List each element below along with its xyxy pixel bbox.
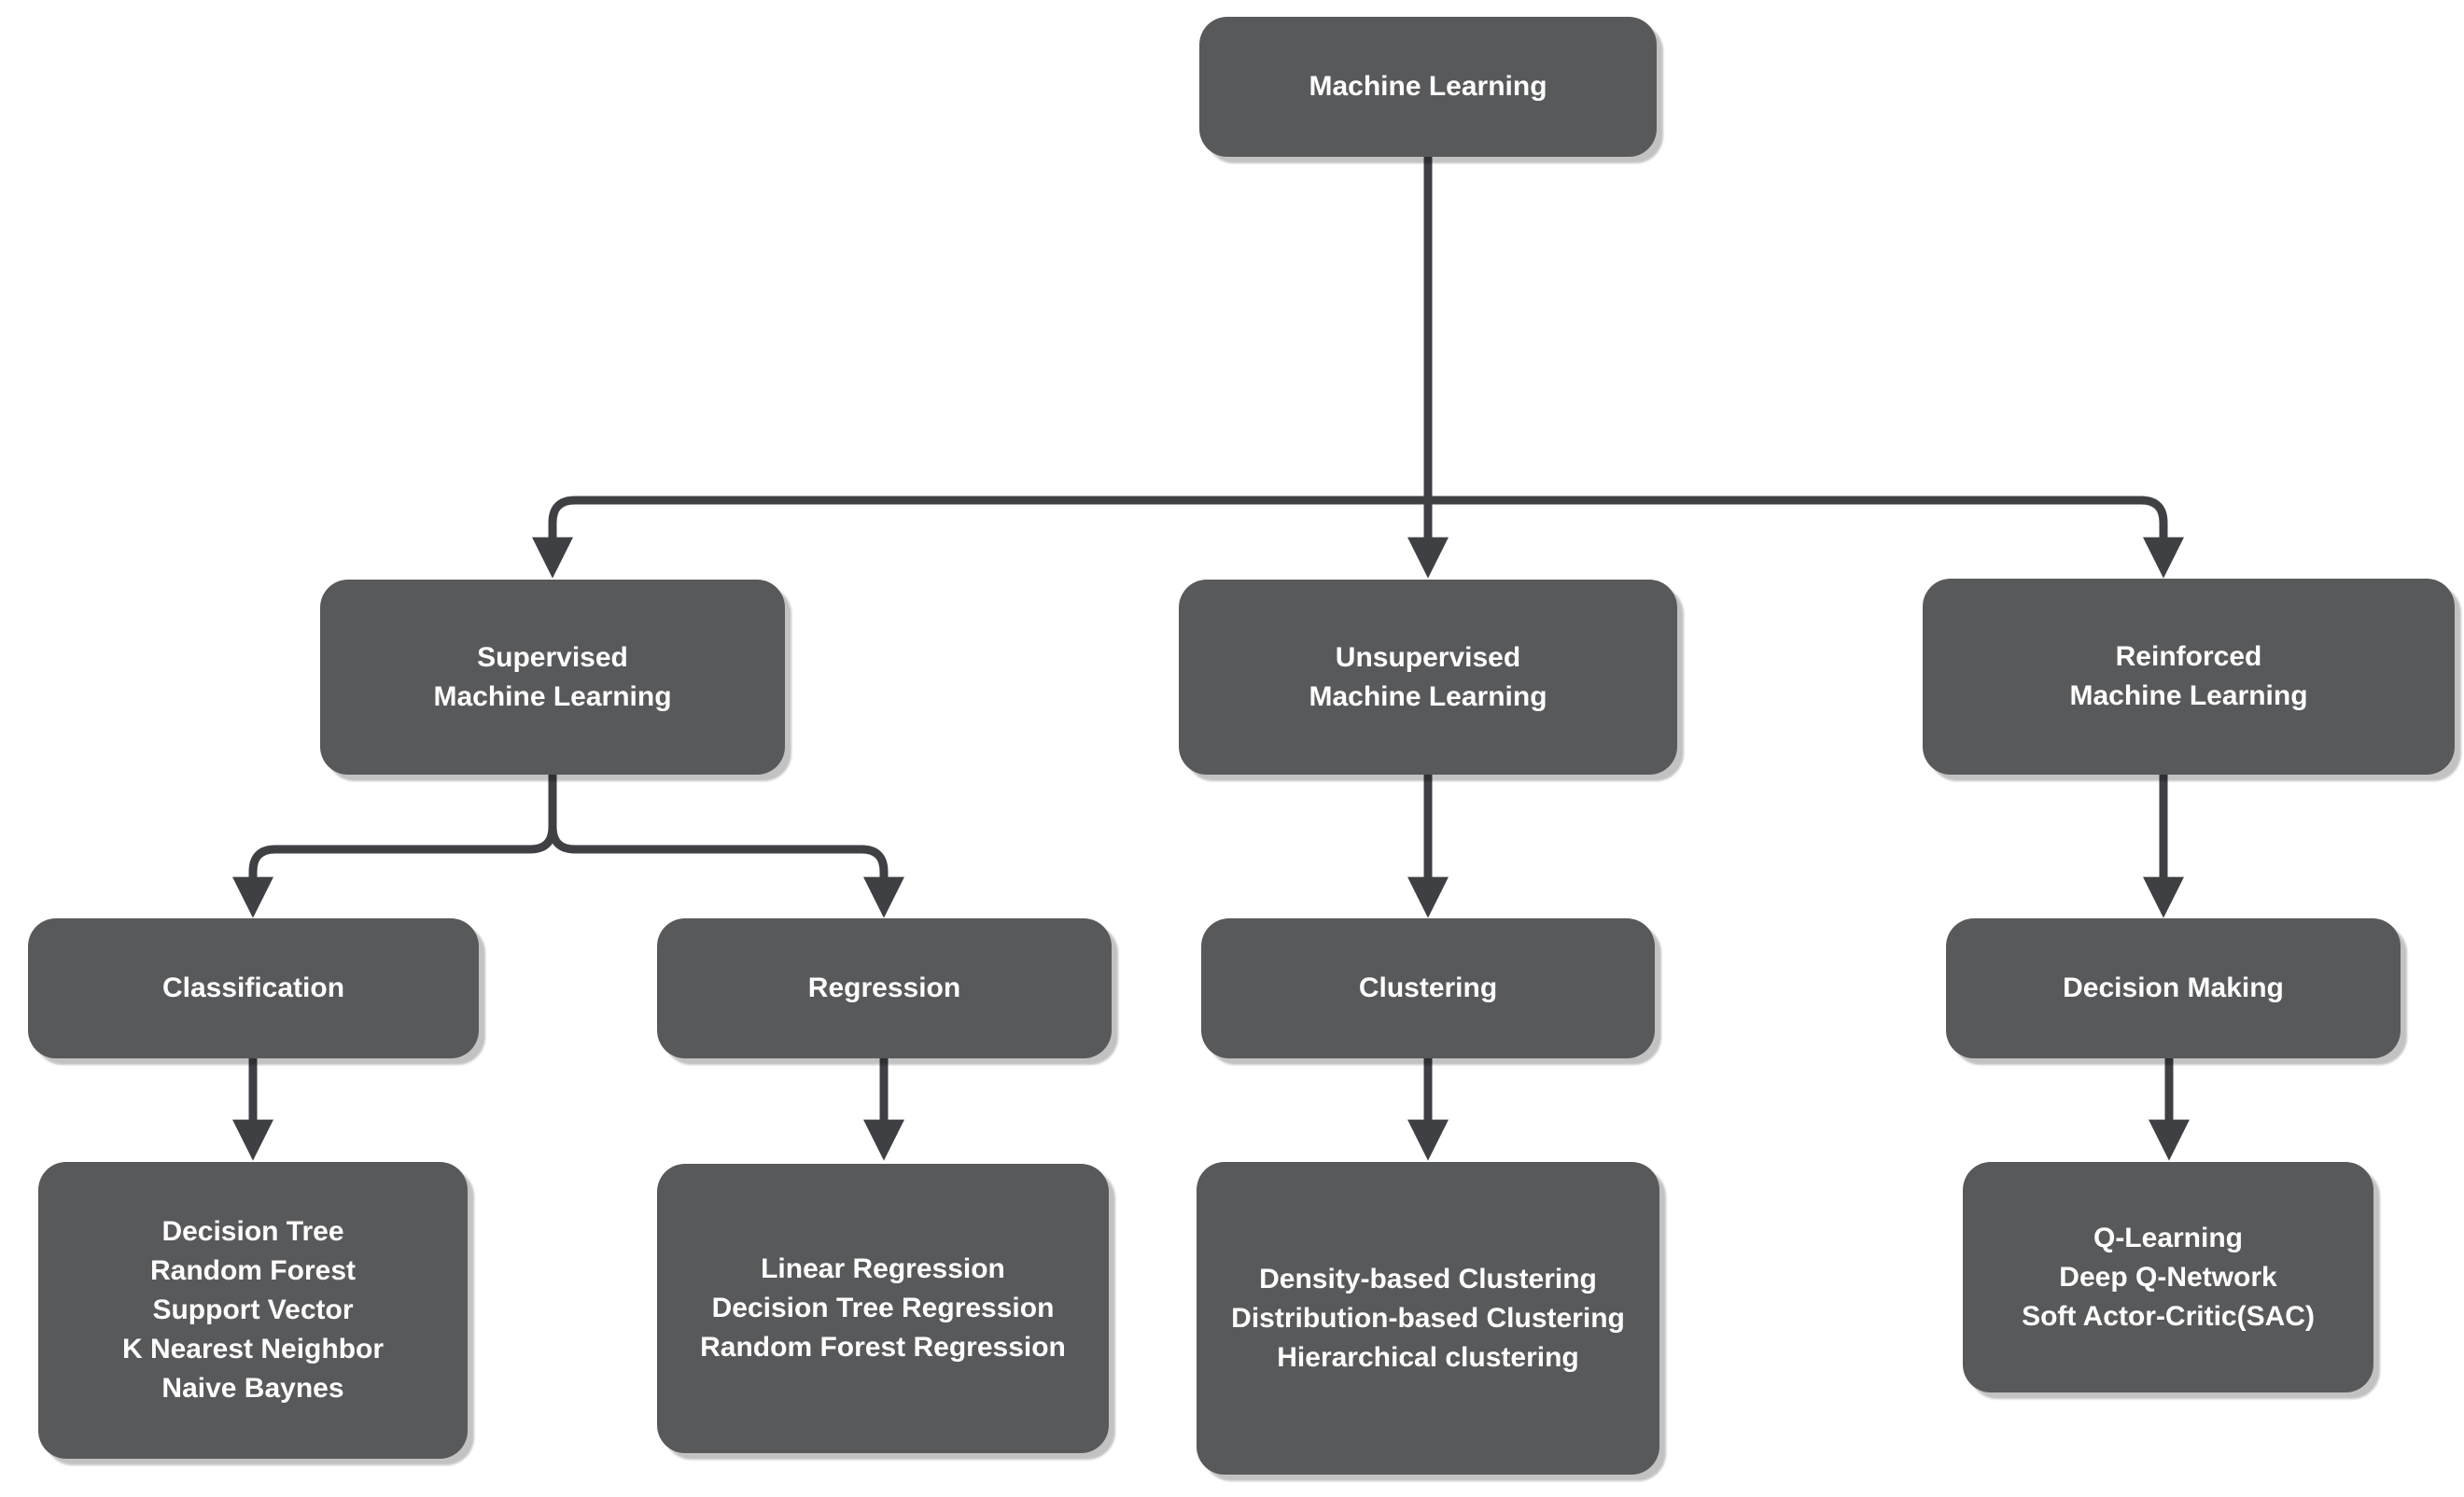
node-decision-making-methods: Q-Learning Deep Q-Network Soft Actor-Cri… [1963,1162,2373,1392]
node-regression-methods-label: Linear Regression Decision Tree Regressi… [700,1253,1066,1363]
node-decision-making-label: Decision Making [2063,972,2284,1003]
node-decision-making-methods-label: Q-Learning Deep Q-Network Soft Actor-Cri… [2022,1222,2315,1332]
node-regression-label: Regression [807,972,961,1003]
node-classification: Classification [28,918,479,1058]
node-machine-learning-label: Machine Learning [1309,71,1547,102]
node-clustering: Clustering [1201,918,1655,1058]
node-regression-methods: Linear Regression Decision Tree Regressi… [657,1164,1109,1453]
edge-supervised-to-regression [548,771,904,918]
node-clustering-methods-label: Density-based Clustering Distribution-ba… [1231,1263,1625,1373]
node-clustering-methods: Density-based Clustering Distribution-ba… [1197,1162,1659,1475]
edge-root-to-reinforced [1428,496,2184,579]
node-reinforced-machine-learning-label: Reinforced Machine Learning [2069,641,2308,711]
node-unsupervised-machine-learning-label: Unsupervised Machine Learning [1309,641,1547,712]
node-machine-learning: Machine Learning [1199,17,1657,157]
edge-root-to-supervised [532,496,1428,579]
node-supervised-machine-learning-label: Supervised Machine Learning [433,641,672,712]
node-classification-methods-label: Decision Tree Random Forest Support Vect… [121,1216,385,1404]
node-classification-methods: Decision Tree Random Forest Support Vect… [38,1162,468,1459]
edge-supervised-to-classification [232,771,557,918]
node-clustering-label: Clustering [1358,972,1498,1003]
node-regression: Regression [657,918,1112,1058]
node-unsupervised-machine-learning: Unsupervised Machine Learning [1179,580,1677,775]
node-reinforced-machine-learning: Reinforced Machine Learning [1923,579,2455,775]
node-classification-label: Classification [161,972,345,1003]
node-decision-making: Decision Making [1946,918,2401,1058]
node-supervised-machine-learning: Supervised Machine Learning [320,580,785,775]
